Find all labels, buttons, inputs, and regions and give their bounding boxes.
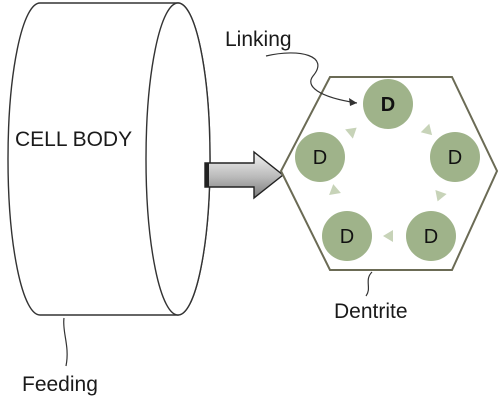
node-label: D bbox=[448, 147, 462, 169]
nodes-layer: D D D D D bbox=[295, 79, 480, 261]
node-circle bbox=[322, 211, 372, 261]
node-top: D bbox=[363, 79, 413, 129]
transfer-arrow bbox=[204, 150, 285, 200]
linking-arrowhead bbox=[349, 98, 357, 106]
dentrite-connector bbox=[365, 271, 373, 297]
node-circle bbox=[430, 132, 480, 182]
linking-connector bbox=[265, 52, 358, 104]
feeding-label: Feeding bbox=[22, 373, 98, 396]
node-lower-right: D bbox=[406, 211, 456, 261]
node-circle bbox=[406, 211, 456, 261]
node-circle bbox=[295, 132, 345, 182]
dentrite-label: Dentrite bbox=[334, 300, 408, 323]
node-lower-left: D bbox=[322, 211, 372, 261]
flow-arrow bbox=[345, 127, 357, 139]
cell-body-cylinder bbox=[7, 2, 211, 316]
flow-arrow bbox=[420, 123, 433, 136]
cell-body-label: CELL BODY bbox=[15, 128, 132, 151]
linking-label: Linking bbox=[225, 28, 292, 51]
flow-arrow bbox=[435, 189, 447, 202]
node-bottom-left: D bbox=[295, 132, 345, 182]
flow-arrow bbox=[329, 184, 341, 196]
node-label: D bbox=[313, 147, 327, 169]
flow-arrow bbox=[383, 230, 393, 242]
feeding-connector bbox=[63, 317, 68, 367]
node-upper-right: D bbox=[430, 132, 480, 182]
flow-arrows-layer bbox=[329, 123, 447, 242]
node-circle bbox=[363, 79, 413, 129]
node-label: D bbox=[381, 94, 395, 116]
node-label: D bbox=[340, 226, 354, 248]
node-label: D bbox=[424, 226, 438, 248]
